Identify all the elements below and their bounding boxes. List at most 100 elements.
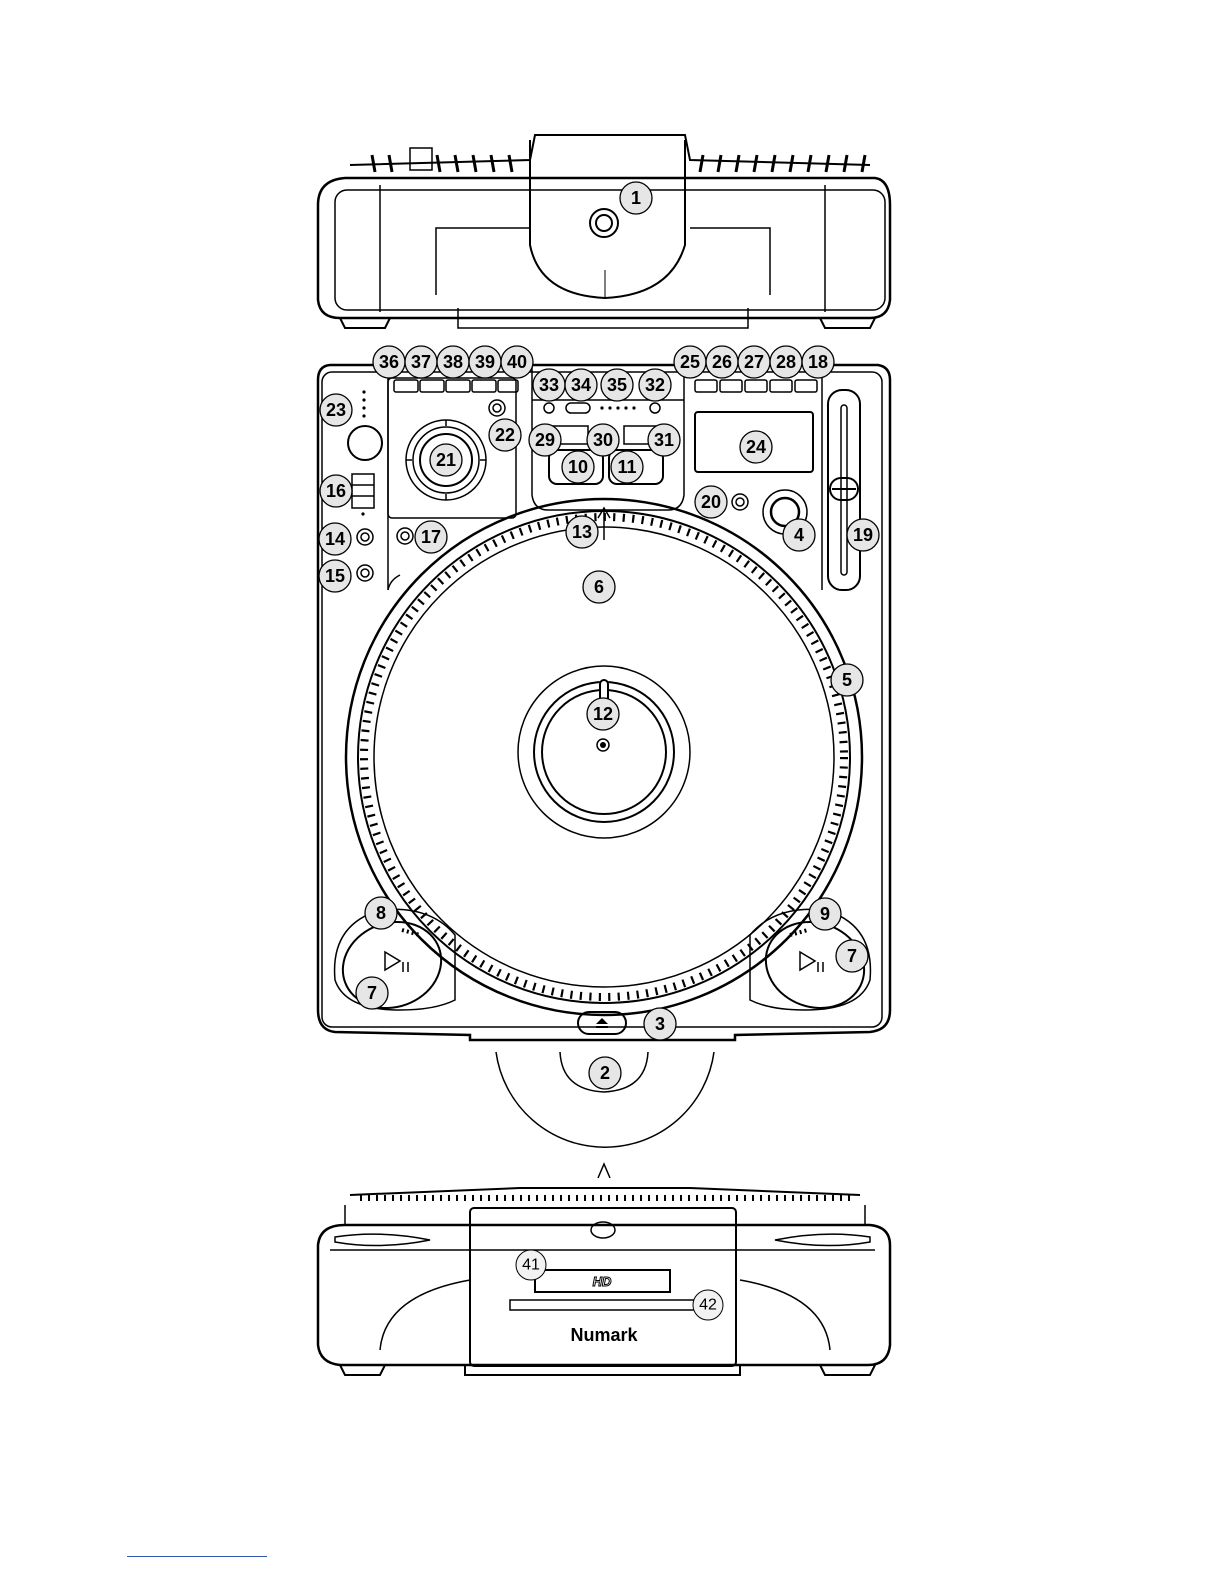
callouts: 1 36 37 38 39 40 25 26 27 28 18 33 34 35… — [319, 182, 879, 1320]
callout-4: 4 — [783, 519, 815, 551]
callout-7-right: 7 — [836, 940, 868, 972]
switch-16[interactable] — [352, 474, 374, 516]
play-pause-left[interactable] — [331, 908, 455, 1021]
callout-29: 29 — [529, 424, 561, 456]
callout-26: 26 — [706, 346, 738, 378]
svg-text:28: 28 — [776, 352, 796, 372]
svg-text:12: 12 — [593, 704, 613, 724]
svg-text:39: 39 — [475, 352, 495, 372]
callout-21: 21 — [430, 444, 462, 476]
svg-text:15: 15 — [325, 566, 345, 586]
button-17[interactable] — [397, 528, 413, 544]
rear-jack — [590, 209, 618, 237]
callout-8: 8 — [365, 897, 397, 929]
callout-39: 39 — [469, 346, 501, 378]
jack-15[interactable] — [357, 565, 373, 581]
svg-text:27: 27 — [744, 352, 764, 372]
center-small-buttons — [544, 403, 660, 413]
callout-12: 12 — [587, 698, 619, 730]
button-20[interactable] — [732, 494, 748, 510]
hd-badge: HD — [593, 1274, 612, 1289]
callout-27: 27 — [738, 346, 770, 378]
callout-2: 2 — [589, 1057, 621, 1089]
callout-20: 20 — [695, 486, 727, 518]
callout-7-left: 7 — [356, 977, 388, 1009]
callout-31: 31 — [648, 424, 680, 456]
callout-22: 22 — [489, 419, 521, 451]
svg-text:37: 37 — [411, 352, 431, 372]
left-button-row — [394, 380, 518, 392]
callout-19: 19 — [847, 519, 879, 551]
svg-text:32: 32 — [645, 375, 665, 395]
callout-30: 30 — [587, 424, 619, 456]
svg-text:31: 31 — [654, 430, 674, 450]
svg-text:26: 26 — [712, 352, 732, 372]
callout-13: 13 — [566, 516, 598, 548]
callout-38: 38 — [437, 346, 469, 378]
svg-text:36: 36 — [379, 352, 399, 372]
callout-35: 35 — [601, 369, 633, 401]
svg-text:35: 35 — [607, 375, 627, 395]
callout-16: 16 — [320, 475, 352, 507]
svg-text:8: 8 — [376, 903, 386, 923]
knob-22[interactable] — [489, 400, 505, 416]
callout-9: 9 — [809, 898, 841, 930]
svg-text:42: 42 — [699, 1297, 717, 1314]
svg-text:34: 34 — [571, 375, 591, 395]
marker-arrow-13 — [598, 508, 610, 540]
right-button-row — [695, 380, 817, 392]
pitch-slider-19[interactable] — [828, 390, 860, 590]
callout-25: 25 — [674, 346, 706, 378]
svg-text:41: 41 — [522, 1257, 540, 1274]
svg-text:3: 3 — [655, 1014, 665, 1034]
svg-text:7: 7 — [367, 983, 377, 1003]
svg-text:6: 6 — [594, 577, 604, 597]
svg-text:2: 2 — [600, 1063, 610, 1083]
callout-1: 1 — [620, 182, 652, 214]
svg-text:17: 17 — [421, 527, 441, 547]
callout-41: 41 — [516, 1250, 546, 1280]
callout-34: 34 — [565, 369, 597, 401]
callout-11: 11 — [611, 451, 643, 483]
svg-text:10: 10 — [568, 457, 588, 477]
callout-10: 10 — [562, 451, 594, 483]
callout-24: 24 — [740, 431, 772, 463]
rear-view — [318, 135, 890, 328]
svg-text:16: 16 — [326, 481, 346, 501]
footer-rule — [127, 1556, 267, 1557]
callout-32: 32 — [639, 369, 671, 401]
svg-text:20: 20 — [701, 492, 721, 512]
callout-33: 33 — [533, 369, 565, 401]
svg-text:24: 24 — [746, 437, 766, 457]
callout-40: 40 — [501, 346, 533, 378]
callout-42: 42 — [693, 1290, 723, 1320]
main-body — [318, 365, 890, 1147]
callout-18: 18 — [802, 346, 834, 378]
svg-text:29: 29 — [535, 430, 555, 450]
callout-6: 6 — [583, 571, 615, 603]
rear-ribs — [372, 155, 865, 172]
callout-14: 14 — [319, 523, 351, 555]
callout-36: 36 — [373, 346, 405, 378]
indicator-dots-23 — [362, 390, 365, 417]
button-round-left[interactable] — [348, 426, 382, 460]
svg-text:22: 22 — [495, 425, 515, 445]
svg-text:5: 5 — [842, 670, 852, 690]
svg-text:9: 9 — [820, 904, 830, 924]
callout-3: 3 — [644, 1008, 676, 1040]
jack-14[interactable] — [357, 529, 373, 545]
callout-5: 5 — [831, 664, 863, 696]
svg-text:40: 40 — [507, 352, 527, 372]
svg-text:21: 21 — [436, 450, 456, 470]
svg-text:30: 30 — [593, 430, 613, 450]
callout-28: 28 — [770, 346, 802, 378]
svg-text:11: 11 — [617, 457, 636, 477]
callout-23: 23 — [320, 394, 352, 426]
front-view: HD Numark — [318, 1164, 890, 1375]
center-hub-12 — [518, 666, 690, 838]
svg-text:19: 19 — [853, 525, 873, 545]
brand-logo: Numark — [570, 1325, 638, 1345]
rear-knob — [410, 148, 432, 170]
svg-text:4: 4 — [794, 525, 804, 545]
